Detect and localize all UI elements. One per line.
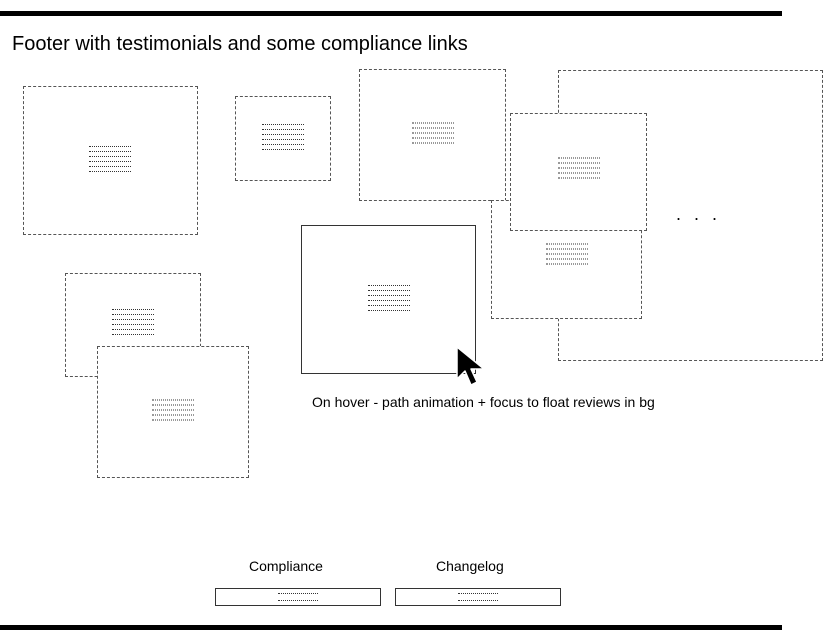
text-placeholder: [558, 157, 600, 183]
text-placeholder: [262, 124, 304, 154]
compliance-link-label[interactable]: Compliance: [249, 558, 323, 574]
text-placeholder: [152, 399, 194, 425]
text-placeholder: [112, 309, 154, 339]
bottom-divider: [0, 625, 782, 630]
text-placeholder: [368, 285, 410, 315]
text-placeholder: [412, 122, 454, 148]
changelog-link-label[interactable]: Changelog: [436, 558, 504, 574]
changelog-link-box[interactable]: [395, 588, 561, 606]
text-placeholder: [546, 243, 588, 269]
testimonial-card-focused[interactable]: [301, 225, 476, 374]
more-indicator: . . .: [676, 204, 722, 224]
text-placeholder: [89, 146, 131, 176]
hover-annotation: On hover - path animation + focus to flo…: [312, 394, 655, 410]
top-divider: [0, 11, 782, 16]
testimonial-card-4[interactable]: [510, 113, 647, 231]
testimonial-card-7[interactable]: [97, 346, 249, 478]
testimonial-card-2[interactable]: [235, 96, 331, 181]
testimonial-card-3[interactable]: [359, 69, 506, 201]
mouse-pointer-icon: [456, 346, 485, 386]
compliance-link-box[interactable]: [215, 588, 381, 606]
testimonial-card-1[interactable]: [23, 86, 198, 235]
page-title: Footer with testimonials and some compli…: [12, 33, 468, 55]
